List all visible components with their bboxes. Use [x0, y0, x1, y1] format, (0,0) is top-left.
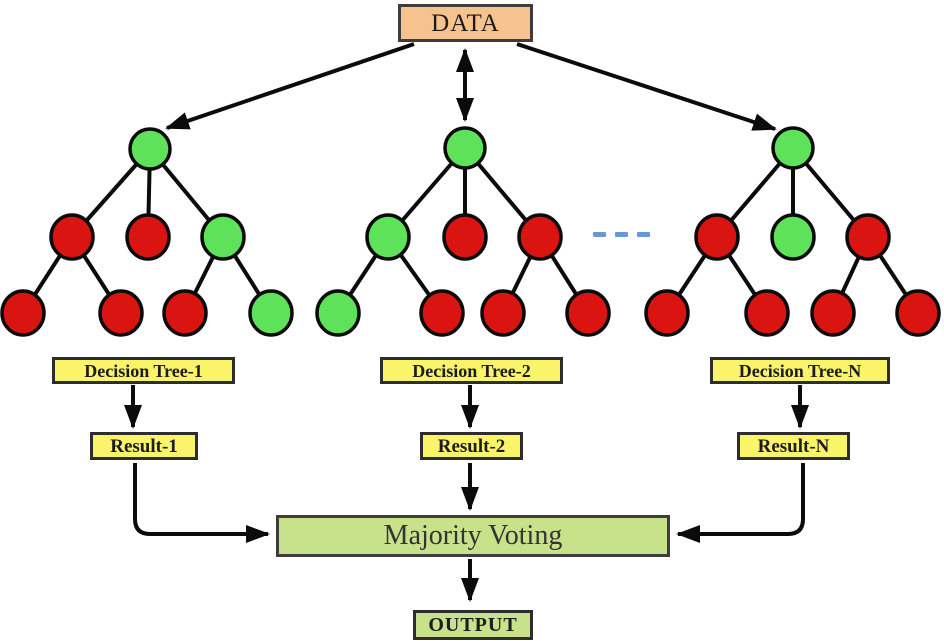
ellipsis-dash	[637, 232, 650, 237]
decision-tree-2-node-root-green	[443, 126, 487, 170]
decision-tree-1-node-l3-green	[248, 289, 294, 337]
decision-tree-1-node-m1-red	[125, 213, 171, 261]
arrow-resultn-to-voting	[676, 463, 805, 543]
result-n-box: Result-N	[737, 432, 850, 460]
decision-tree-2-node-l3-red	[565, 289, 611, 337]
decision-tree-1-node-l1-red	[98, 289, 144, 337]
decision-tree-1-label: Decision Tree-1	[52, 357, 235, 384]
decision-tree-2-node-l0-green	[315, 289, 361, 337]
decision-tree-n-node-m2-red	[845, 213, 891, 261]
decision-tree-n-label: Decision Tree-N	[710, 357, 890, 384]
ellipsis-dash	[593, 232, 606, 237]
decision-tree-2	[315, 126, 611, 337]
result-2-box: Result-2	[420, 432, 523, 460]
decision-tree-n-node-root-green	[771, 126, 815, 170]
decision-tree-1-node-m0-red	[49, 213, 95, 261]
decision-tree-2-node-m2-red	[517, 213, 563, 261]
decision-tree-1-node-l0-red	[0, 289, 46, 337]
decision-tree-n-node-l0-red	[644, 289, 690, 337]
majority-voting-box: Majority Voting	[276, 515, 670, 557]
decision-tree-2-node-l1-red	[419, 289, 465, 337]
decision-tree-n	[644, 126, 941, 337]
decision-tree-2-node-m1-red	[442, 213, 488, 261]
result-1-box: Result-1	[90, 432, 198, 460]
decision-tree-1-node-m2-green	[200, 213, 246, 261]
data-box: DATA	[398, 4, 533, 42]
decision-tree-1	[0, 127, 294, 337]
decision-tree-n-node-m1-green	[770, 213, 816, 261]
decision-tree-1-node-root-green	[128, 127, 172, 171]
decision-tree-n-node-l2-red	[810, 289, 856, 337]
arrow-data-to-treen	[516, 42, 777, 131]
ellipsis-dash	[615, 232, 628, 237]
arrow-data-to-tree1	[165, 42, 415, 130]
decision-tree-n-node-l3-red	[895, 289, 941, 337]
arrow-result1-to-voting	[133, 463, 270, 543]
tree-graphs	[0, 126, 941, 337]
decision-tree-2-node-m0-green	[365, 213, 411, 261]
decision-tree-n-node-m0-red	[694, 213, 740, 261]
output-box: OUTPUT	[413, 610, 533, 640]
decision-tree-n-node-l1-red	[744, 289, 790, 337]
decision-tree-2-label: Decision Tree-2	[380, 357, 563, 384]
connector-arrows	[124, 42, 809, 602]
decision-tree-2-node-l2-red	[480, 289, 526, 337]
decision-tree-1-node-l2-red	[162, 289, 208, 337]
ellipsis-dashed-line	[593, 232, 650, 237]
